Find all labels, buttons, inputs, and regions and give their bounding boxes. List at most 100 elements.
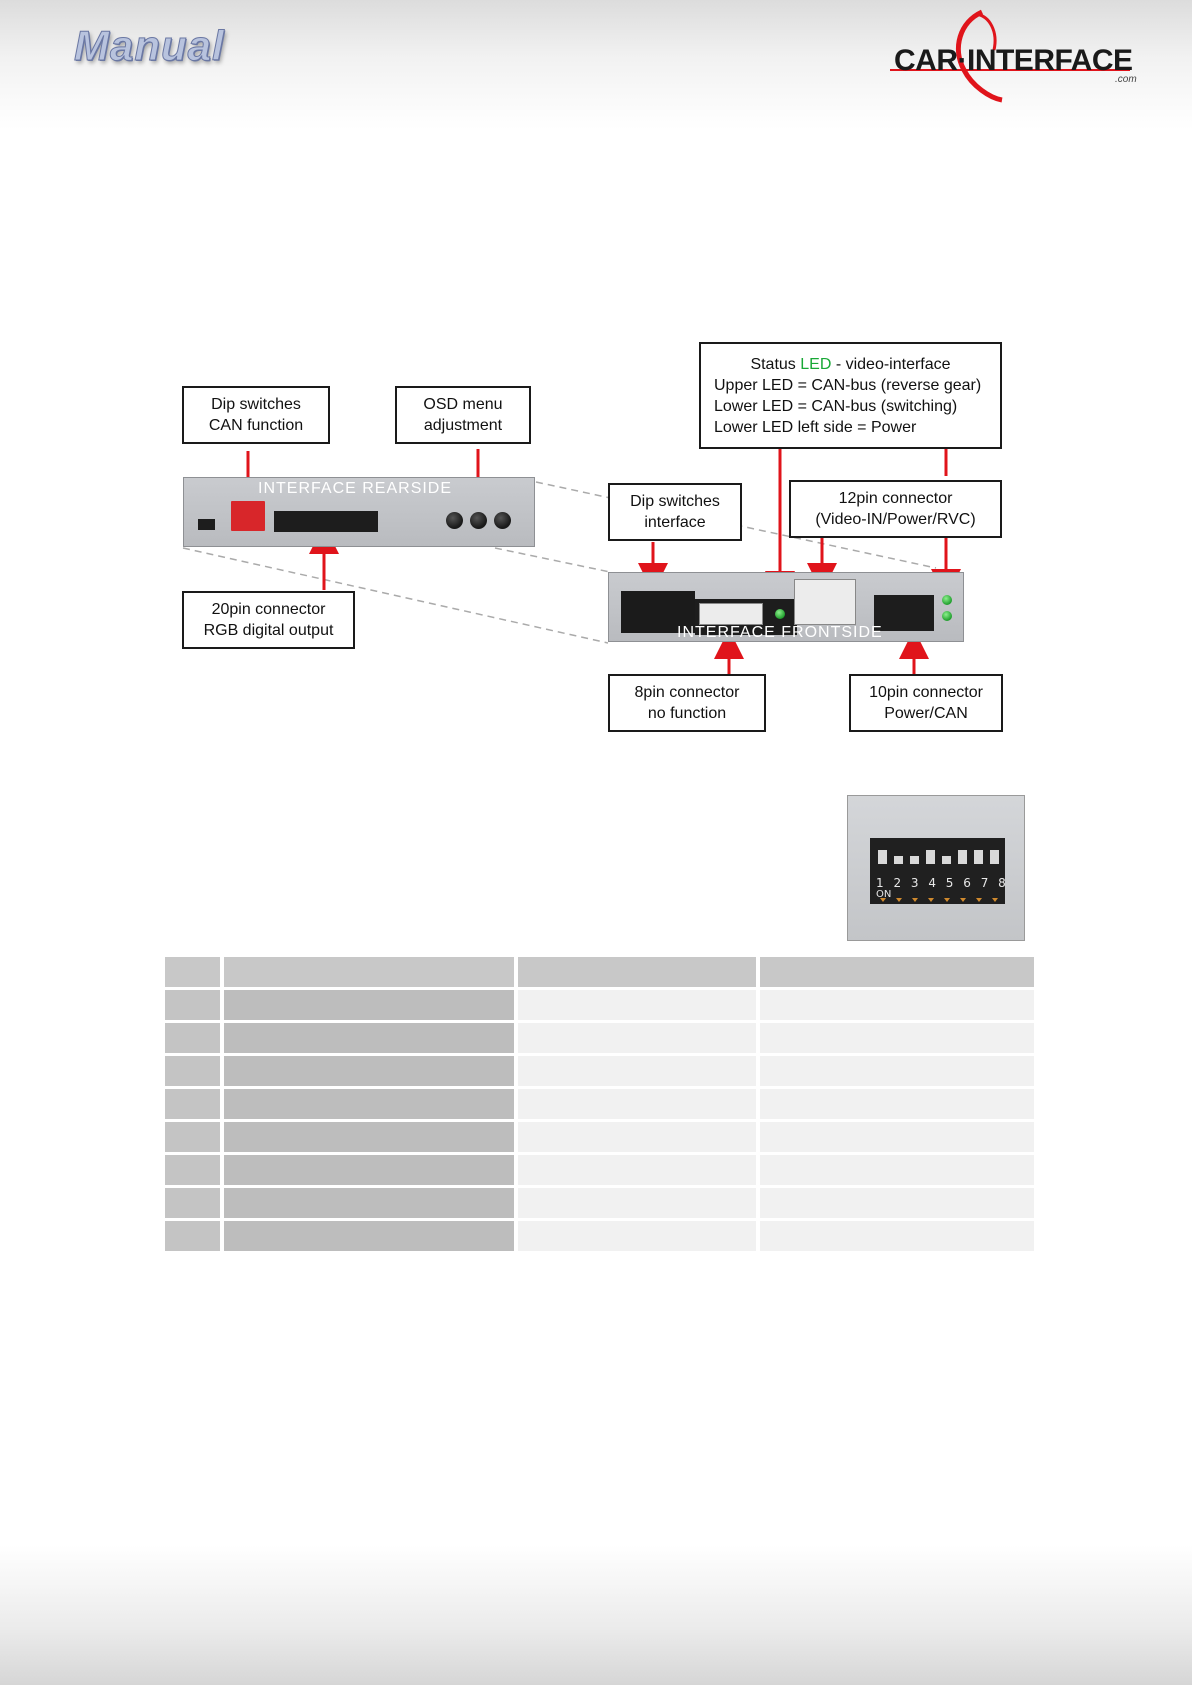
callout-8pin-line2: no function bbox=[647, 705, 727, 722]
table-cell bbox=[165, 1056, 220, 1086]
callout-12pin-line1: 12pin connector bbox=[838, 490, 953, 507]
frontside-label: INTERFACE FRONTSIDE bbox=[677, 624, 883, 641]
footer-band bbox=[0, 1545, 1192, 1685]
manual-title: Manual bbox=[74, 22, 225, 70]
table-row bbox=[165, 1089, 1034, 1119]
photo-dip-on-label: ON bbox=[876, 889, 892, 900]
table-cell bbox=[518, 1155, 756, 1185]
table-row bbox=[165, 1023, 1034, 1053]
table-row bbox=[165, 990, 1034, 1020]
table-cell bbox=[760, 1023, 1034, 1053]
table-header-cell bbox=[165, 957, 220, 987]
callout-dip-can: Dip switches CAN function bbox=[182, 386, 330, 444]
table-cell bbox=[760, 990, 1034, 1020]
table-cell bbox=[518, 1056, 756, 1086]
interface-rearside: INTERFACE REARSIDE bbox=[183, 477, 535, 547]
callout-status-led-line3: Lower LED = CAN-bus (switching) bbox=[714, 397, 958, 415]
osd-knob-2 bbox=[470, 512, 487, 529]
8pin-port-insert bbox=[699, 603, 763, 625]
table-cell bbox=[760, 1089, 1034, 1119]
callout-status-led: Status LED - video-interface Upper LED =… bbox=[699, 342, 1002, 449]
callout-dip-interface-line2: interface bbox=[644, 514, 706, 531]
table-cell bbox=[165, 1089, 220, 1119]
table-cell bbox=[760, 1122, 1034, 1152]
logo-suffix: .com bbox=[1115, 74, 1137, 85]
table-cell bbox=[518, 1221, 756, 1251]
table-header-cell bbox=[224, 957, 514, 987]
interface-frontside: INTERFACE FRONTSIDE bbox=[608, 572, 964, 642]
table-cell bbox=[224, 1056, 514, 1086]
table-cell bbox=[518, 1122, 756, 1152]
table-cell bbox=[165, 1155, 220, 1185]
table-row bbox=[165, 1221, 1034, 1251]
table-cell bbox=[760, 1221, 1034, 1251]
table-cell bbox=[224, 1023, 514, 1053]
table-row bbox=[165, 1155, 1034, 1185]
table-header-cell bbox=[760, 957, 1034, 987]
table-cell bbox=[224, 1122, 514, 1152]
osd-knob-1 bbox=[446, 512, 463, 529]
table-cell bbox=[760, 1056, 1034, 1086]
osd-knob-3 bbox=[494, 512, 511, 529]
table-cell bbox=[165, 1122, 220, 1152]
callout-status-led-line4: Lower LED left side = Power bbox=[714, 418, 917, 436]
10pin-port bbox=[874, 595, 934, 631]
table-cell bbox=[518, 990, 756, 1020]
logo-swoosh-icon bbox=[890, 9, 1130, 103]
callout-12pin-line2: (Video-IN/Power/RVC) bbox=[815, 511, 976, 528]
table-cell bbox=[224, 1155, 514, 1185]
table-cell bbox=[165, 1221, 220, 1251]
dip-switch-photo: 1 2 3 4 5 6 7 8 ON bbox=[847, 795, 1025, 941]
car-interface-logo: CAR·INTERFACE .com bbox=[890, 8, 1140, 103]
table-row bbox=[165, 1188, 1034, 1218]
table-header-cell bbox=[518, 957, 756, 987]
callout-8pin: 8pin connector no function bbox=[608, 674, 766, 732]
red-dip-switch bbox=[231, 501, 265, 531]
photo-dip-levers bbox=[878, 850, 999, 902]
status-led-suffix: - video-interface bbox=[831, 355, 951, 373]
status-led-prefix: Status bbox=[750, 355, 801, 373]
callout-dip-interface-line1: Dip switches bbox=[630, 493, 720, 510]
callout-12pin: 12pin connector (Video-IN/Power/RVC) bbox=[789, 480, 1002, 538]
power-led-icon bbox=[775, 609, 785, 619]
callout-10pin-line1: 10pin connector bbox=[869, 684, 983, 701]
photo-dip-numbers: 1 2 3 4 5 6 7 8 bbox=[876, 876, 1009, 890]
callout-20pin: 20pin connector RGB digital output bbox=[182, 591, 355, 649]
callout-dip-can-line2: CAN function bbox=[208, 417, 304, 434]
logo-text: CAR·INTERFACE bbox=[894, 44, 1133, 77]
table-cell bbox=[224, 1221, 514, 1251]
table-cell bbox=[518, 1089, 756, 1119]
table-cell bbox=[518, 1023, 756, 1053]
callout-10pin-line2: Power/CAN bbox=[884, 705, 968, 722]
table-cell bbox=[165, 990, 220, 1020]
table-cell bbox=[760, 1155, 1034, 1185]
table-cell bbox=[165, 1023, 220, 1053]
callout-osd: OSD menu adjustment bbox=[395, 386, 531, 444]
dip-switch-table bbox=[161, 954, 1038, 1254]
status-led-word: LED bbox=[800, 355, 832, 373]
callout-osd-line2: adjustment bbox=[423, 417, 503, 434]
callout-20pin-line1: 20pin connector bbox=[211, 601, 326, 618]
table-cell bbox=[224, 990, 514, 1020]
table-cell bbox=[224, 1089, 514, 1119]
upper-led-icon bbox=[942, 595, 952, 605]
table-cell bbox=[224, 1188, 514, 1218]
callout-dip-can-line1: Dip switches bbox=[211, 396, 301, 413]
callout-8pin-line1: 8pin connector bbox=[634, 684, 740, 701]
callout-status-led-line2: Upper LED = CAN-bus (reverse gear) bbox=[714, 376, 982, 394]
table-row bbox=[165, 1122, 1034, 1152]
rgb-20pin-port bbox=[274, 511, 378, 532]
table-header-row bbox=[165, 957, 1034, 987]
lower-led-icon bbox=[942, 611, 952, 621]
header-band bbox=[0, 0, 1192, 130]
black-dip-switch bbox=[621, 591, 695, 633]
photo-dip-block bbox=[870, 838, 1005, 904]
callout-osd-line1: OSD menu bbox=[423, 396, 503, 413]
table-cell bbox=[165, 1188, 220, 1218]
table-cell bbox=[760, 1188, 1034, 1218]
callout-status-led-line1: Status LED - video-interface bbox=[714, 354, 1000, 375]
table-row bbox=[165, 1056, 1034, 1086]
callout-10pin: 10pin connector Power/CAN bbox=[849, 674, 1003, 732]
12pin-port bbox=[794, 579, 856, 625]
rearside-label: INTERFACE REARSIDE bbox=[258, 480, 453, 497]
